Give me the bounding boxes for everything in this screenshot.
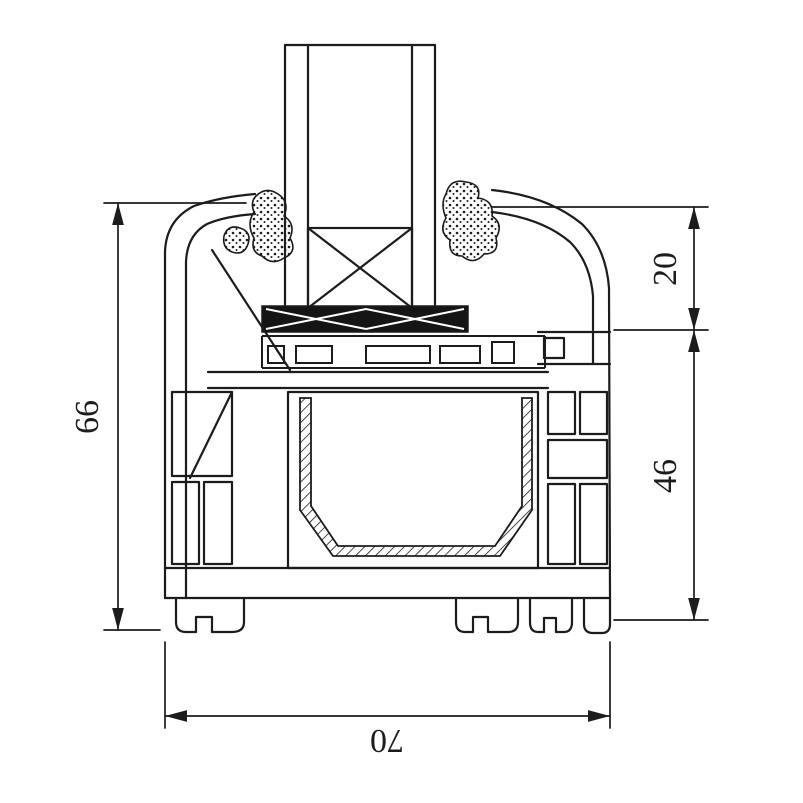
gasket-right — [442, 180, 500, 262]
gasket-left — [249, 189, 294, 263]
frame-left-inner-wall — [184, 212, 257, 600]
frame-profile — [163, 188, 612, 635]
dimension-left-height — [103, 202, 247, 631]
foot-middle — [454, 596, 520, 634]
dim-label-right-upper: 20 — [647, 252, 684, 286]
frame-left-outer-wall — [163, 192, 257, 600]
dimension-bottom-width — [164, 641, 611, 729]
dim-label-right-lower: 46 — [647, 459, 684, 493]
frame-right-outer-wall — [490, 188, 612, 600]
dim-label-left-height: 66 — [69, 400, 106, 434]
dim-label-bottom-width: 70 — [370, 722, 404, 759]
glazing-unit — [283, 43, 437, 310]
foot-right — [528, 596, 574, 634]
glazing-bridge — [261, 305, 469, 333]
foot-edge — [582, 596, 612, 635]
glazing-bead — [261, 335, 546, 369]
spacer-diagonal-2 — [306, 226, 414, 310]
gaskets — [222, 180, 500, 263]
frame-right-inner-wall — [490, 210, 595, 332]
dimension-right-lower — [613, 329, 709, 621]
steel-reinforcement-channel — [299, 397, 533, 557]
foot-left — [174, 596, 246, 634]
dimension-annotations — [103, 202, 709, 729]
gasket-left-small — [222, 226, 250, 254]
